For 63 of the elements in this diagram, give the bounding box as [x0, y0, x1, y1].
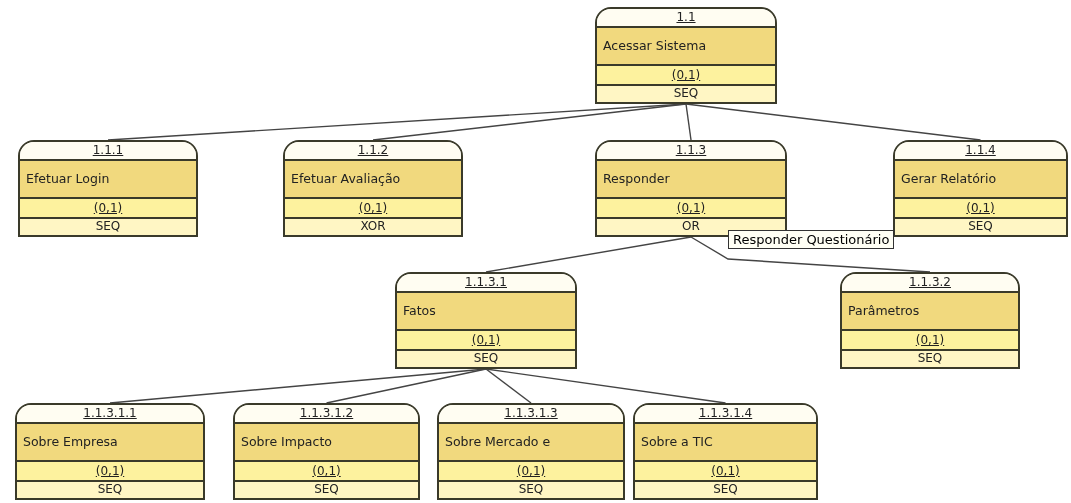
- cardinality: (0,1): [895, 199, 1066, 219]
- task-name: Efetuar Login: [20, 161, 196, 199]
- connector-line: [325, 368, 487, 404]
- task-number: 1.1.4: [895, 142, 1066, 161]
- task-name: Sobre Empresa: [17, 424, 203, 462]
- task-box: [595, 7, 777, 104]
- task-number: 1.1.3.1.4: [635, 405, 816, 424]
- operator: SEQ: [895, 219, 1066, 235]
- task-number: 1.1.3.1.2: [235, 405, 418, 424]
- task-number: 1.1.3.2: [842, 274, 1018, 293]
- connector-line: [485, 368, 727, 404]
- task-number: 1.1.3: [597, 142, 785, 161]
- task-name: Fatos: [397, 293, 575, 331]
- operator: SEQ: [635, 482, 816, 498]
- task-number: 1.1.1: [20, 142, 196, 161]
- task-box: [395, 272, 577, 369]
- cardinality: (0,1): [635, 462, 816, 482]
- cardinality: (0,1): [842, 331, 1018, 351]
- operator: SEQ: [842, 351, 1018, 367]
- task-box: [893, 140, 1068, 237]
- task-number: 1.1.3.1.3: [439, 405, 623, 424]
- cardinality: (0,1): [235, 462, 418, 482]
- cardinality: (0,1): [285, 199, 461, 219]
- operator: XOR: [285, 219, 461, 235]
- task-box: [18, 140, 198, 237]
- operator: SEQ: [235, 482, 418, 498]
- connector-line: [690, 236, 931, 273]
- cardinality: (0,1): [397, 331, 575, 351]
- task-name: Efetuar Avaliação: [285, 161, 461, 199]
- operator: SEQ: [597, 86, 775, 102]
- task-name: Gerar Relatório: [895, 161, 1066, 199]
- task-name: Sobre Mercado e: [439, 424, 623, 462]
- cardinality: (0,1): [597, 66, 775, 86]
- task-box: [15, 403, 205, 500]
- connector-line: [485, 368, 532, 404]
- operator: SEQ: [439, 482, 623, 498]
- task-name: Responder: [597, 161, 785, 199]
- task-box: [840, 272, 1020, 369]
- operator: SEQ: [20, 219, 196, 235]
- tooltip: Responder Questionário: [728, 230, 895, 249]
- connector-line: [372, 103, 687, 141]
- connector-line: [685, 103, 692, 141]
- cardinality: (0,1): [439, 462, 623, 482]
- connector-line: [485, 236, 692, 273]
- cardinality: (0,1): [17, 462, 203, 482]
- task-number: 1.1.3.1.1: [17, 405, 203, 424]
- operator: SEQ: [17, 482, 203, 498]
- cardinality: (0,1): [20, 199, 196, 219]
- task-number: 1.1: [597, 9, 775, 28]
- task-number: 1.1.2: [285, 142, 461, 161]
- operator: OR: [597, 219, 785, 235]
- operator: SEQ: [397, 351, 575, 367]
- task-name: Acessar Sistema: [597, 28, 775, 66]
- connector-line: [685, 103, 982, 141]
- task-box: [283, 140, 463, 237]
- task-box: [233, 403, 420, 500]
- cardinality: (0,1): [597, 199, 785, 219]
- task-number: 1.1.3.1: [397, 274, 575, 293]
- task-box: [633, 403, 818, 500]
- task-name: Parâmetros: [842, 293, 1018, 331]
- task-name: Sobre Impacto: [235, 424, 418, 462]
- task-name: Sobre a TIC: [635, 424, 816, 462]
- task-box: [437, 403, 625, 500]
